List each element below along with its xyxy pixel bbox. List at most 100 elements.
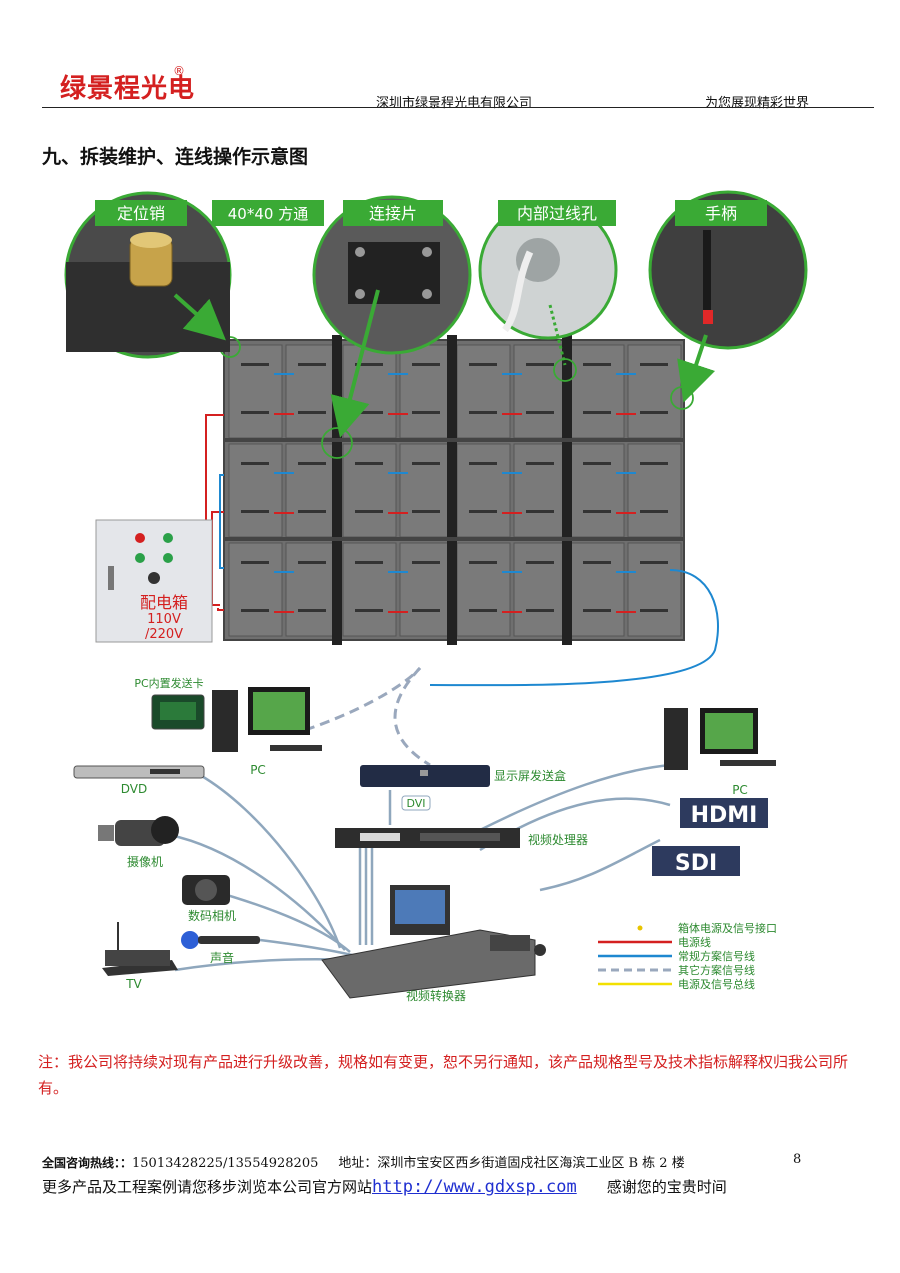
callout-label-2: 连接片	[369, 204, 417, 223]
legend-label-1: 电源线	[678, 935, 711, 949]
sdi-badge: SDI	[652, 846, 740, 876]
power-port	[502, 611, 512, 613]
panel-handle-slot	[583, 510, 611, 513]
panel-handle-slot	[298, 363, 326, 366]
company-logo-text: 绿景程光电	[60, 74, 196, 104]
callout-locating-pin	[64, 191, 232, 359]
dist-box-line-2: /220V	[145, 627, 183, 642]
camcorder-label: 摄像机	[127, 854, 163, 869]
cabinet-panel	[456, 344, 511, 439]
panel-handle-slot	[298, 411, 326, 414]
digital-camera: 数码相机	[182, 875, 236, 923]
signal-port	[512, 472, 522, 474]
header-divider	[42, 107, 874, 108]
panel-handle-slot	[640, 609, 668, 612]
panel-handle-slot	[640, 363, 668, 366]
panel-handle-slot	[469, 411, 497, 414]
cabinet-panel	[342, 542, 397, 637]
panel-handle-slot	[241, 363, 269, 366]
panel-handle-slot	[526, 609, 554, 612]
signal-port	[398, 571, 408, 573]
cabinet-panel	[228, 443, 283, 538]
cabinet-panel	[570, 344, 625, 439]
more-text: 更多产品及工程案例请您移步浏览本公司官方网站	[42, 1178, 373, 1196]
power-port	[502, 512, 512, 514]
signal-port	[502, 373, 512, 375]
cabinet-panel	[399, 443, 454, 538]
cabinet-panel	[285, 344, 340, 439]
cabinet-panel	[228, 344, 283, 439]
notice: 注：我公司将持续对现有产品进行升级改善，规格如有变更，恕不另行通知，该产品规格型…	[38, 1053, 849, 1097]
power-port	[398, 512, 408, 514]
signal-port	[626, 571, 636, 573]
power-port	[616, 413, 626, 415]
signal-port	[502, 472, 512, 474]
panel-handle-slot	[298, 561, 326, 564]
processor-label: 视频处理器	[528, 832, 588, 847]
distribution-box: 配电箱 110V /220V	[95, 519, 213, 643]
signal-port	[274, 373, 284, 375]
microphone: 声音	[181, 931, 260, 965]
video-switcher: 视频转换器	[321, 885, 546, 1003]
legend-label-4: 电源及信号总线	[678, 977, 755, 991]
power-port	[512, 512, 522, 514]
pc-left: PC内置发送卡 PC	[134, 676, 322, 777]
signal-port	[512, 373, 522, 375]
power-port	[274, 413, 284, 415]
panel-handle-slot	[241, 609, 269, 612]
panel-handle-slot	[355, 561, 383, 564]
signal-port	[388, 373, 398, 375]
hdmi-label: HDMI	[691, 803, 758, 828]
dashed-signal-lines	[304, 666, 431, 767]
panel-handle-slot	[469, 462, 497, 465]
power-port	[274, 611, 284, 613]
signal-port	[616, 472, 626, 474]
cabinet-panel	[399, 542, 454, 637]
website-link[interactable]: http://www.gdxsp.com	[372, 1177, 577, 1197]
panel-handle-slot	[355, 609, 383, 612]
cabinet-panel	[285, 542, 340, 637]
legend-label-3: 其它方案信号线	[678, 963, 755, 977]
video-processor: 视频处理器	[335, 828, 588, 848]
panel-handle-slot	[355, 363, 383, 366]
dvi-tag: DVI	[401, 795, 431, 811]
power-port	[274, 512, 284, 514]
signal-port	[616, 373, 626, 375]
cabinet-panel	[456, 443, 511, 538]
dvd-player: DVD	[73, 765, 205, 796]
panel-handle-slot	[583, 561, 611, 564]
panel-handle-slot	[583, 411, 611, 414]
power-port	[512, 611, 522, 613]
switcher-label: 视频转换器	[406, 988, 466, 1003]
tv-box: TV	[102, 922, 178, 991]
power-port	[626, 512, 636, 514]
panel-handle-slot	[469, 510, 497, 513]
power-port	[626, 611, 636, 613]
audio-label: 声音	[210, 950, 234, 965]
sdi-label: SDI	[675, 851, 717, 876]
signal-lines	[219, 474, 719, 687]
hdmi-badge: HDMI	[680, 798, 768, 828]
callout-label-4: 手柄	[705, 204, 737, 223]
panel-handle-slot	[469, 561, 497, 564]
cabinet-panel	[342, 443, 397, 538]
cabinet-panel	[513, 443, 568, 538]
panel-handle-slot	[241, 411, 269, 414]
cabinet-panel	[285, 443, 340, 538]
thanks-text: 感谢您的宝贵时间	[606, 1178, 727, 1196]
signal-port	[284, 571, 294, 573]
panel-handle-slot	[412, 609, 440, 612]
callout-labels: 定位销 40*40 方通 连接片 内部过线孔 手柄	[95, 200, 767, 226]
footer-website: 更多产品及工程案例请您移步浏览本公司官方网站http://www.gdxsp.c…	[42, 1176, 727, 1197]
legend: 箱体电源及信号接口 电源线 常规方案信号线 其它方案信号线 电源及信号总线	[598, 921, 777, 991]
power-port	[284, 512, 294, 514]
led-screen-wall	[223, 335, 685, 645]
camcorder: 摄像机	[98, 816, 179, 869]
cabinet-panel	[456, 542, 511, 637]
panel-handle-slot	[583, 363, 611, 366]
panel-handle-slot	[412, 363, 440, 366]
dist-box-line-0: 配电箱	[140, 593, 188, 612]
power-port	[284, 611, 294, 613]
panel-handle-slot	[526, 561, 554, 564]
